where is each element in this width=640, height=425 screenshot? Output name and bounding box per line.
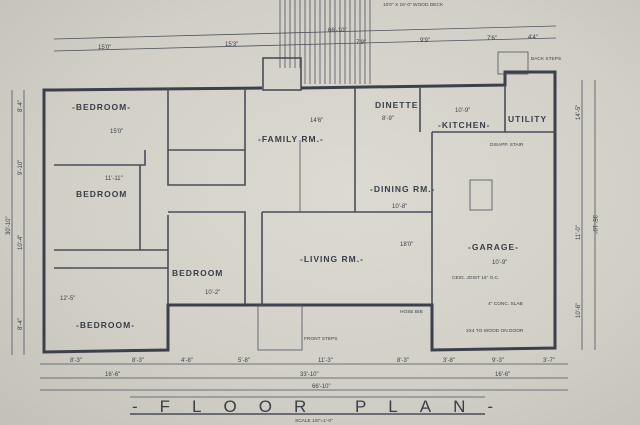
dim-inner: 10'-8": [392, 204, 407, 210]
room-label-bedroom: BEDROOM: [76, 189, 127, 199]
dim-side: 8'-4": [18, 100, 24, 112]
dim-top-total: 66'-10": [328, 28, 347, 34]
dim-inner: 18'0": [400, 242, 413, 248]
dim-bottom: 9'-3": [492, 358, 504, 364]
room-label-utility: UTILITY: [508, 114, 547, 124]
room-label-bedroom: -BEDROOM-: [72, 102, 131, 112]
front-steps: [257, 304, 303, 351]
dim-side: 8'-4": [18, 318, 24, 330]
note-door: 2X4 TO WOOD ON DOOR: [466, 328, 524, 334]
dim-side: 10'-4": [18, 235, 24, 250]
dim-bottom: 8'-3": [70, 358, 82, 364]
disappearing-stair: [469, 179, 493, 211]
room-label-bedroom: -BEDROOM-: [76, 320, 135, 330]
dim-side-total: 35'-10": [591, 215, 597, 234]
dim-bottom: 11'-3": [318, 358, 333, 364]
dim-top: 9'9": [420, 38, 430, 44]
dim-bottom: 8'-3": [132, 358, 144, 364]
dim-inner: 10'-2": [205, 290, 220, 296]
dim-bottom: 4'-8": [181, 358, 193, 364]
dim-top: 7'9": [356, 40, 366, 46]
wood-deck: [279, 0, 371, 84]
dim-inner: 15'0": [110, 129, 123, 135]
dim-side: 14'-5": [576, 105, 582, 120]
note-back-steps: BACK STEPS: [531, 56, 561, 62]
dim-total: 66'-10": [312, 384, 331, 390]
dim-bottom: 8'-3": [397, 358, 409, 364]
dim-inner: 12'-5": [60, 296, 75, 302]
dim-side-total: 30'-10": [6, 216, 12, 235]
dim-top: 7'6": [487, 36, 497, 42]
room-label-living-room: -LIVING RM.-: [300, 254, 364, 264]
dim-side: 11'-0": [576, 225, 582, 240]
fireplace: [262, 57, 302, 91]
room-label-dining-room: -DINING RM.-: [370, 184, 435, 194]
dim-bottom: 3'-7": [543, 358, 555, 364]
note-front-steps: FRONT STEPS: [304, 336, 338, 342]
drawing-scale: SCALE 1/8"=1'-0": [295, 418, 333, 424]
room-label-bedroom: BEDROOM: [172, 268, 223, 278]
room-label-dinette: DINETTE: [375, 100, 418, 110]
interior-walls: [54, 85, 555, 305]
exterior-walls: [42, 51, 557, 354]
dim-inner: 10'-9": [492, 260, 507, 266]
note-hose-bib: HOSE BIB: [400, 309, 423, 315]
dim-inner: 8'-9": [382, 116, 394, 122]
room-label-garage: -GARAGE-: [468, 242, 519, 252]
dim-bottom: 5'-8": [238, 358, 250, 364]
dim-side: 10'-6": [576, 303, 582, 318]
dim-bottom-sub: 16'-6": [105, 372, 120, 378]
dim-inner: 14'6": [310, 118, 323, 124]
note-stair: DISAPP. STAIR: [490, 142, 524, 148]
dim-top: 15'3": [225, 42, 238, 48]
drawing-title: -FLOOR PLAN-: [132, 397, 515, 416]
dim-bottom: 3'-8": [443, 358, 455, 364]
note-joist: CEIG. JOIST 16" O.C.: [452, 275, 499, 281]
room-label-kitchen: -KITCHEN-: [438, 120, 490, 130]
room-label-family-room: -FAMILY RM.-: [258, 134, 324, 144]
note-slab: 4" CONC. SLAB: [488, 301, 523, 307]
dim-top: 4'4": [528, 35, 538, 41]
dim-inner: 10'-9": [455, 108, 470, 114]
dim-side: 9'-10": [18, 160, 24, 175]
deck-note: 10'0" X 16'-0" WOOD DECK: [383, 2, 444, 8]
back-steps: [497, 51, 529, 75]
dim-bottom-sub: 16'-6": [495, 372, 510, 378]
dim-bottom-sub: 33'-10": [300, 372, 319, 378]
dim-top: 15'0": [98, 45, 111, 51]
dim-inner: 11'-11": [105, 176, 123, 182]
